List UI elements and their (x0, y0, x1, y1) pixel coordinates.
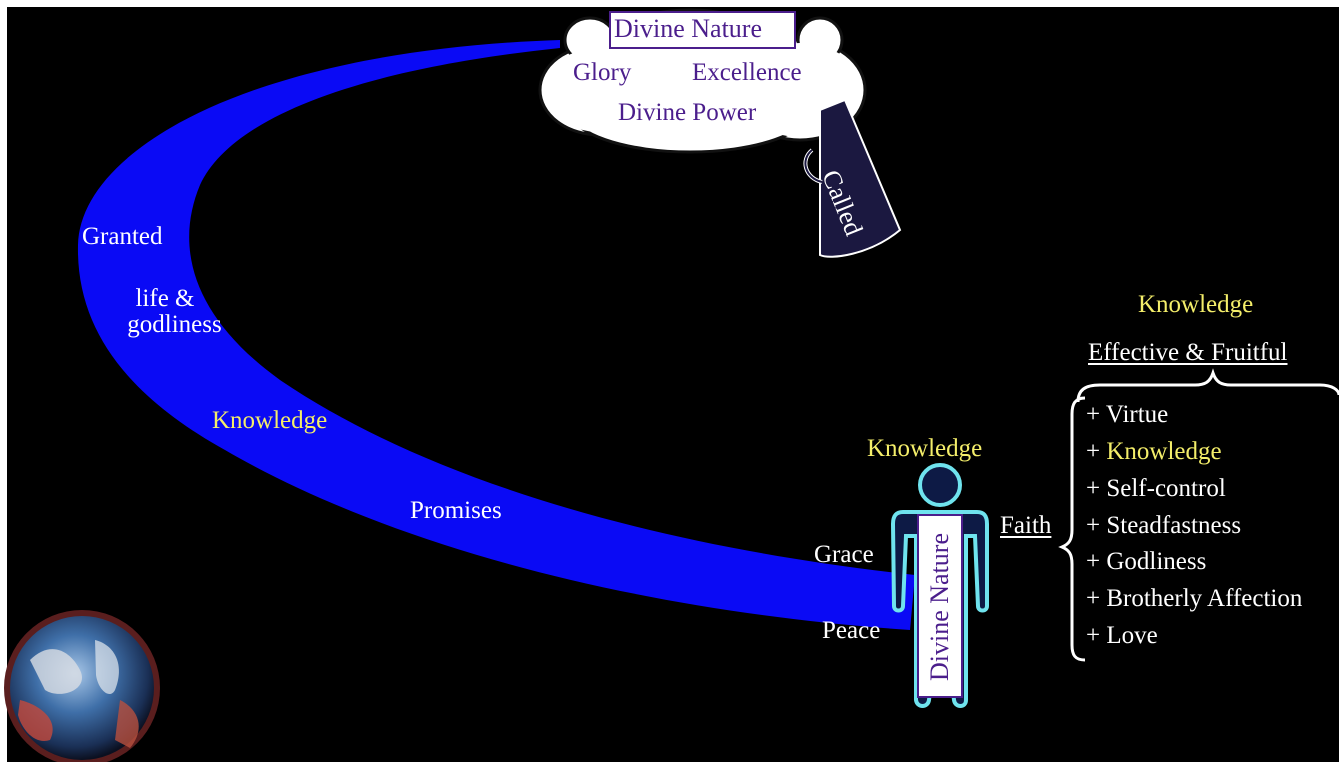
arc-label-life: life & (135, 285, 195, 312)
arc-label-peace: Peace (822, 617, 881, 644)
blue-arc-band (77, 40, 915, 630)
cloud-title-divine-nature: Divine Nature (614, 14, 763, 43)
cloud-text-glory: Glory (573, 59, 632, 86)
white-border-top (0, 0, 1339, 7)
arc-label-godliness: godliness (127, 311, 222, 338)
divine-nature-box (609, 11, 796, 49)
white-border-left (0, 0, 7, 762)
love-item: + Love (1086, 622, 1158, 649)
cloud-text-excellence: Excellence (692, 59, 802, 86)
godliness-item: + Godliness (1086, 548, 1207, 575)
right-knowledge-heading: Knowledge (1138, 291, 1254, 318)
knowledge-item: + Knowledge (1086, 438, 1222, 465)
cloud-text-divine-power: Divine Power (618, 99, 757, 126)
steadfastness-item: + Steadfastness (1086, 512, 1242, 539)
left-brace (1058, 396, 1086, 662)
earth-globe (4, 610, 160, 762)
brotherly-affection-item: + Brotherly Affection (1086, 585, 1303, 612)
person-divine-nature-label: Divine Nature (925, 532, 954, 682)
arc-label-grace: Grace (814, 541, 874, 568)
arc-label-knowledge: Knowledge (212, 407, 328, 434)
faith-label: Faith (1000, 512, 1052, 539)
virtue-item: + Virtue (1086, 401, 1169, 428)
top-brace (1076, 368, 1339, 403)
person-knowledge-label: Knowledge (867, 435, 983, 462)
arc-label-promises: Promises (410, 497, 502, 524)
self-control-item: + Self-control (1086, 475, 1226, 502)
effective-fruitful-label: Effective & Fruitful (1088, 339, 1288, 366)
arc-label-granted: Granted (82, 223, 163, 250)
person-label-box (917, 514, 963, 698)
megaphone-icon (803, 98, 902, 258)
